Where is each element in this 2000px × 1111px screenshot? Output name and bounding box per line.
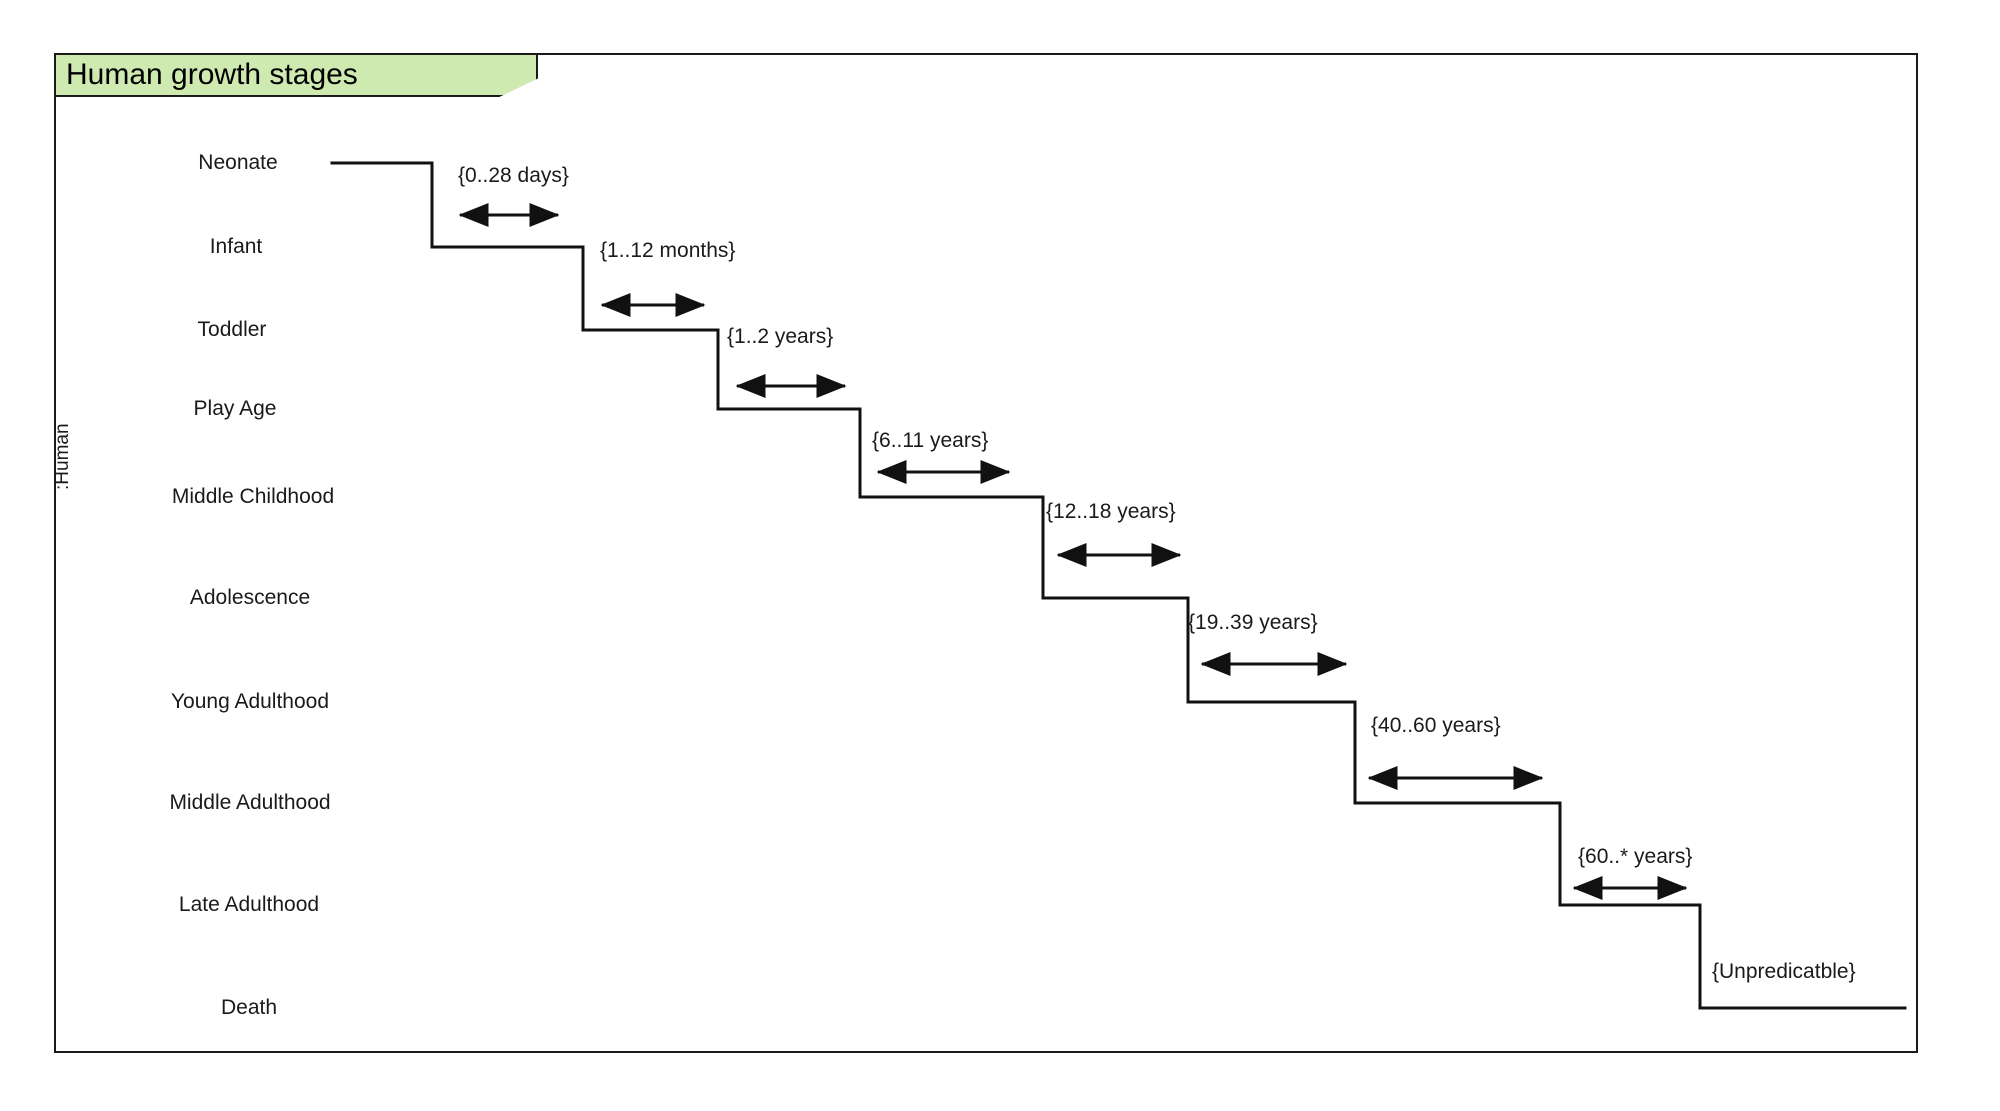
- duration-constraint-label: {40..60 years}: [1371, 714, 1501, 737]
- duration-constraint-label: {60..* years}: [1578, 845, 1693, 868]
- duration-constraint-label: {19..39 years}: [1188, 611, 1318, 634]
- stage-label: Neonate: [198, 151, 278, 174]
- lifeline-label: :Human: [52, 423, 73, 490]
- stage-label: Death: [220, 996, 278, 1019]
- duration-constraint-label: {12..18 years}: [1046, 500, 1176, 523]
- duration-constraint-label: {6..11 years}: [872, 429, 989, 452]
- duration-constraint-label: {Unpredicatble}: [1712, 960, 1856, 983]
- duration-constraint-label: {0..28 days}: [458, 164, 569, 187]
- stage-label: Play Age: [193, 397, 277, 420]
- stage-label: Infant: [209, 235, 263, 258]
- stage-label: Adolescence: [189, 586, 311, 609]
- stage-label: Young Adulthood: [170, 690, 330, 713]
- uml-frame: [54, 53, 1918, 1053]
- stage-label: Toddler: [197, 318, 267, 341]
- stage-label: Late Adulthood: [178, 893, 320, 916]
- duration-constraint-label: {1..2 years}: [727, 325, 834, 348]
- duration-constraint-label: {1..12 months}: [600, 239, 736, 262]
- stage-label: Middle Adulthood: [169, 791, 331, 814]
- stage-label: Middle Childhood: [171, 485, 335, 508]
- frame-name-tab: [54, 53, 538, 97]
